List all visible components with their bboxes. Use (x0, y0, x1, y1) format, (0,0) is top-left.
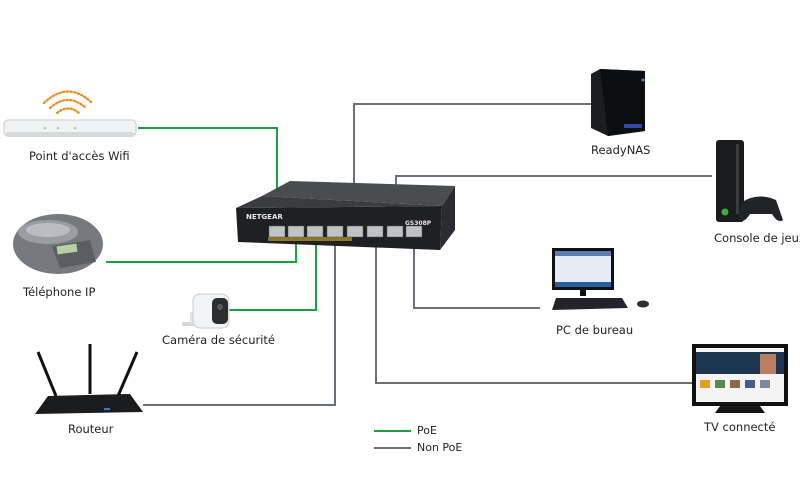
wifi-signal-icon (42, 90, 94, 115)
legend-poe-label: PoE (417, 424, 437, 437)
router-device (35, 344, 143, 414)
legend-non-poe-label: Non PoE (417, 441, 463, 454)
wire-camera (229, 243, 317, 311)
port-6 (366, 225, 384, 238)
port-4 (326, 225, 344, 238)
port-7 (386, 225, 404, 238)
label-security-camera: Caméra de sécurité (162, 333, 276, 347)
label-readynas: ReadyNAS (591, 143, 651, 157)
switch-brand: NETGEAR (246, 213, 283, 221)
smart-tv-device (692, 344, 788, 413)
label-game-console: Console de jeux (714, 231, 800, 245)
ip-phone-device (13, 214, 103, 274)
port-1 (268, 225, 286, 238)
wifi-ap-device (3, 90, 137, 137)
port-2 (287, 225, 305, 238)
game-console-device (716, 140, 783, 222)
wire-ip-phone (106, 243, 297, 263)
switch-ports (268, 225, 423, 238)
wire-tv (375, 243, 692, 384)
label-wifi-ap: Point d'accès Wifi (29, 149, 130, 163)
port-5 (346, 225, 364, 238)
label-ip-phone: Téléphone IP (23, 285, 96, 299)
legend (374, 430, 411, 449)
wires (106, 103, 712, 406)
label-smart-tv: TV connecté (704, 420, 776, 434)
switch-model: GS308P (405, 220, 432, 227)
readynas-device (591, 69, 645, 136)
port-3 (306, 225, 324, 238)
label-router: Routeur (68, 422, 114, 436)
wire-pc (413, 243, 540, 309)
port-8 (405, 225, 423, 238)
label-desktop-pc: PC de bureau (556, 323, 634, 337)
desktop-pc-device (552, 248, 649, 310)
security-camera-device (182, 293, 230, 329)
network-switch: NETGEAR GS308P (236, 181, 455, 250)
wire-router (143, 243, 336, 406)
